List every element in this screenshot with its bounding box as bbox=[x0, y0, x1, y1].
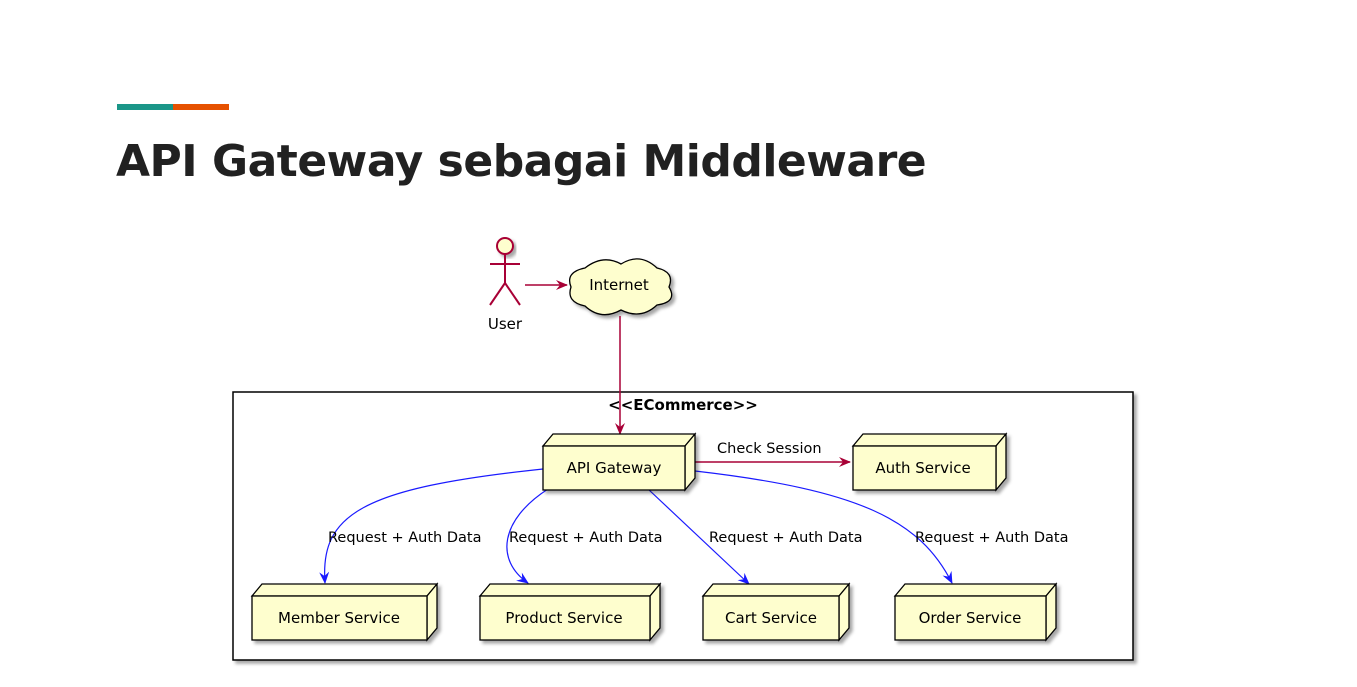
node-cart-service bbox=[701, 582, 851, 642]
node-product-service bbox=[478, 582, 662, 642]
edge-label-check-session: Check Session bbox=[717, 441, 822, 457]
actor-label: User bbox=[488, 315, 523, 333]
cloud-label: Internet bbox=[589, 276, 649, 294]
node-label-product-service: Product Service bbox=[505, 609, 622, 627]
package-stereotype: <<ECommerce>> bbox=[608, 396, 758, 414]
user-actor: User bbox=[488, 237, 523, 333]
internet-cloud: Internet bbox=[568, 258, 673, 316]
node-member-service bbox=[250, 582, 439, 642]
node-label-order-service: Order Service bbox=[919, 609, 1022, 627]
edge-label-member: Request + Auth Data bbox=[328, 530, 481, 546]
node-label-api-gateway: API Gateway bbox=[567, 459, 662, 477]
cloud-icon bbox=[568, 258, 673, 316]
node-order-service bbox=[893, 582, 1058, 642]
arrow-gateway-to-auth: Check Session bbox=[695, 441, 851, 467]
stick-figure-icon bbox=[489, 237, 521, 306]
title-accent-teal bbox=[117, 104, 173, 110]
node-api-gateway bbox=[541, 432, 697, 492]
arrow-gateway-to-product: Request + Auth Data bbox=[506, 488, 662, 584]
edge-label-order: Request + Auth Data bbox=[915, 530, 1068, 546]
node-label-member-service: Member Service bbox=[278, 609, 400, 627]
node-auth-service bbox=[851, 432, 1008, 492]
slide-title: API Gateway sebagai Middleware bbox=[116, 136, 927, 187]
arrow-gateway-to-member: Request + Auth Data bbox=[319, 468, 544, 584]
node-label-cart-service: Cart Service bbox=[725, 609, 817, 627]
edge-label-product: Request + Auth Data bbox=[509, 530, 662, 546]
title-accent-orange bbox=[173, 104, 229, 110]
arrow-gateway-to-order: Request + Auth Data bbox=[694, 470, 1068, 584]
arrow-gateway-to-cart: Request + Auth Data bbox=[647, 488, 862, 585]
node-label-auth-service: Auth Service bbox=[875, 459, 970, 477]
edge-label-cart: Request + Auth Data bbox=[709, 530, 862, 546]
